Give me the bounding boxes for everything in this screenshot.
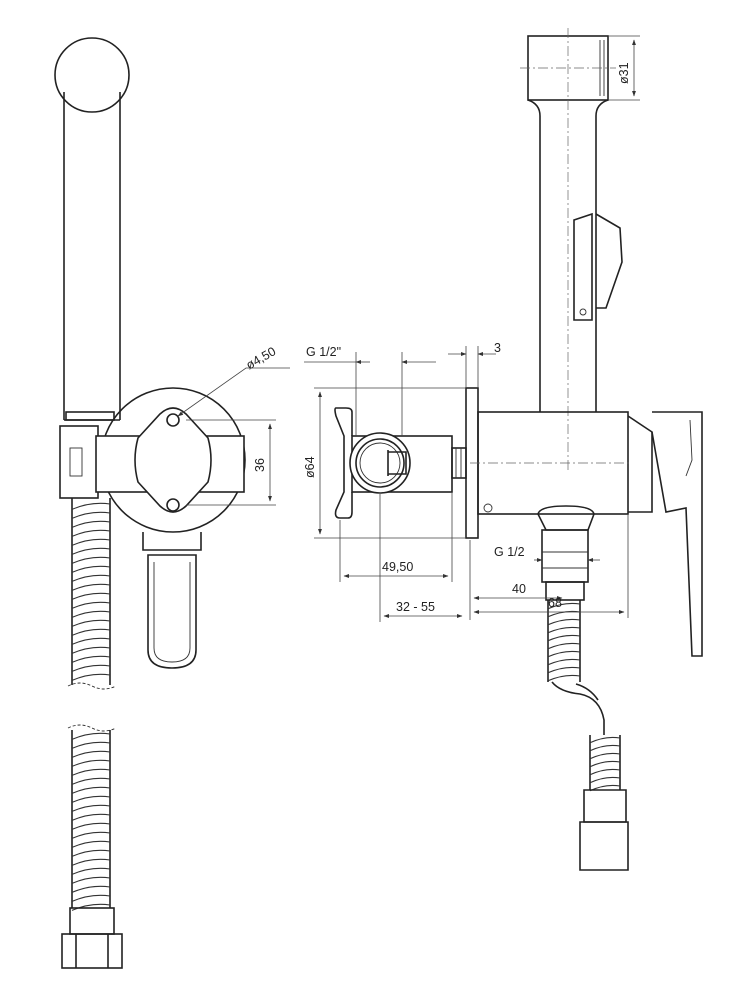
holder-bracket [59,425,99,499]
trigger-lever [595,213,623,309]
hose-winding [71,750,111,758]
hose-winding [71,786,111,794]
hose-winding [71,655,111,663]
hose-winding [589,744,621,752]
hose-nut [579,821,629,871]
side-lever [651,411,703,657]
hose-winding [547,642,581,650]
hose-winding [71,903,111,911]
side-view: ø31 [303,28,703,871]
screw-hole-bottom [166,498,180,512]
hose-winding [71,592,111,600]
shower-handle [63,92,121,420]
hose-winding [547,602,581,610]
hose-winding [71,637,111,645]
hose-winding [71,628,111,636]
hose-winding [71,777,111,785]
hose-end [589,735,621,790]
hose-winding [71,646,111,654]
shower-body [539,116,597,412]
screw-hole-top [166,413,180,427]
hose-lower [71,730,111,908]
hose-winding [71,858,111,866]
hose-winding [71,795,111,803]
hose-winding [71,610,111,618]
hose-outlet [537,505,595,531]
hose-winding [547,634,581,642]
trigger-button [573,212,593,321]
shower-head-top [54,37,130,113]
cartridge-outer-ring [349,432,411,494]
hose-winding [71,822,111,830]
hose-winding [71,732,111,740]
hose-winding [71,673,111,681]
handle-ring [65,411,115,421]
lever-neck [142,532,202,551]
hose-winding [71,601,111,609]
hose-winding [71,574,111,582]
hex-nut [61,933,123,969]
hose-winding [71,583,111,591]
front-view: ø4,50 36 [54,37,290,969]
hose-connector [69,907,115,935]
hose-winding [547,626,581,634]
cross-handle [334,407,353,519]
hose-winding [71,741,111,749]
hose-winding [71,768,111,776]
hose-winding [71,511,111,519]
dim-label-40: 40 [512,582,526,596]
hose-winding [71,840,111,848]
hose-winding [547,650,581,658]
hose-winding [589,768,621,776]
dim-label-g-half: G 1/2 [494,545,525,559]
hose-winding [71,565,111,573]
hose-winding [547,674,581,682]
dim-label-32-55: 32 - 55 [396,600,435,614]
hose-winding [71,538,111,546]
hose-winding [71,804,111,812]
dim-label-64: ø64 [303,456,317,478]
dim-leader-4-50 [177,367,290,417]
hose-winding [71,547,111,555]
hose-winding [71,759,111,767]
dim-label-68: 68 [548,596,562,610]
dim-label-31: ø31 [617,62,631,84]
hose-winding [547,658,581,666]
hose-winding [589,776,621,784]
dim-label-49-50: 49,50 [382,560,413,574]
hose-winding [71,885,111,893]
hose-upper [71,498,111,685]
dim-label-g-half-inch: G 1/2" [306,345,341,359]
hose-winding [71,831,111,839]
hose-winding [71,813,111,821]
hose-winding [71,849,111,857]
outlet-fitting [541,529,589,583]
diamond-plate [134,407,212,513]
hose-winding [547,666,581,674]
dim-label-36: 36 [253,458,267,472]
hose-winding [71,619,111,627]
dim-label-3: 3 [494,341,501,355]
hose-winding [71,556,111,564]
hose-winding [71,894,111,902]
lever-handle [147,554,197,669]
hose-winding [71,876,111,884]
hose-winding [71,867,111,875]
hose-winding [71,520,111,528]
hose-winding [589,760,621,768]
hose-winding [71,529,111,537]
hose-winding [589,752,621,760]
hose-winding [589,736,621,744]
hose-winding [71,664,111,672]
cartridge-thread [451,447,467,479]
side-lever-base [627,415,653,513]
hose-winding [547,618,581,626]
hose-winding [71,502,111,510]
